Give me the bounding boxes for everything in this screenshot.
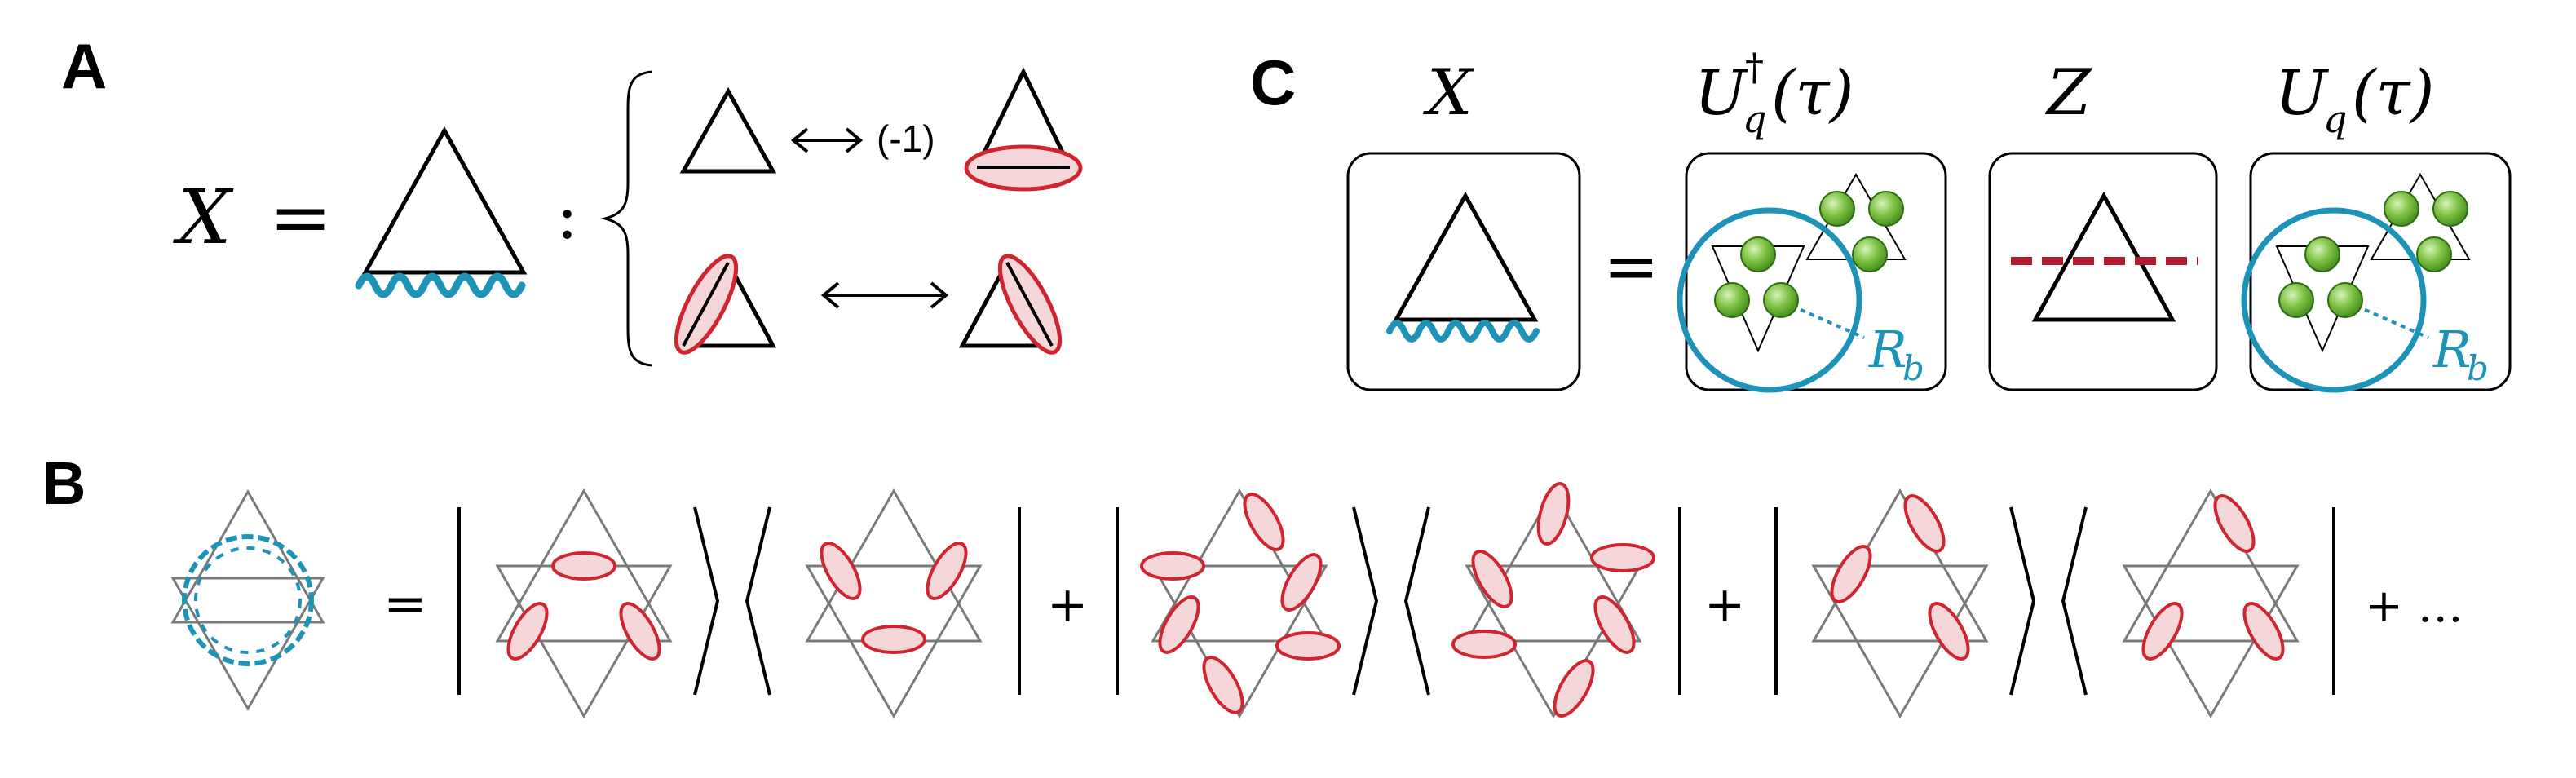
x-symbol: X [173,174,234,261]
right-dimer-triangle-icon [958,254,1063,355]
b-equals: = [383,574,427,634]
blockade-circle [1677,207,1862,393]
c-header-z: Z [2044,56,2092,130]
ket-2-hexagram-icon [1140,488,1341,719]
ket-3-hexagram-icon [1811,488,1989,719]
u-dagger-main: U [1695,56,1749,129]
b-term-2 [1116,482,1681,719]
ket-1-hexagram-icon [495,488,673,719]
panel-c: C X U † q (τ) Z U q (τ) = [1250,45,2512,393]
colon: : [556,178,578,254]
c-box-u-dagger: R b [1677,152,1947,393]
rb-sub: b [1902,348,1924,388]
curly-brace [600,70,653,367]
rb-label-2: R [2432,320,2472,379]
row-left-dimer-to-right-dimer [674,254,1063,355]
u-dagger-arg: (τ) [1771,56,1854,129]
c-header-x: X [1422,56,1475,130]
rb-label: R [1868,320,1907,379]
bra-3-hexagram-icon [2122,488,2300,719]
c-wavy-bond-icon [1386,320,1540,343]
c-box-u: R b [2241,152,2512,393]
x-triangle-icon [355,126,528,298]
u-main: U [2275,56,2330,129]
panel-b-label: B [42,449,86,517]
u-sub: q [2323,97,2347,141]
panel-a: A X = : (-1) [61,30,1083,367]
b-plus-1: + [1047,577,1088,634]
c-header-u: U q (τ) [2275,56,2434,141]
row-empty-to-bottom-dimer: (-1) [679,67,1083,192]
hexagram-wave-icon [170,488,325,712]
wavy-bond-icon [355,272,526,298]
rb-sub-2: b [2467,348,2489,388]
atom-icons-2 [2278,191,2468,318]
u-dagger-sub: q [1743,97,1766,141]
blockade-circle-2 [2241,207,2427,393]
empty-triangle-icon [679,86,777,174]
left-dimer-triangle-icon [674,254,777,355]
b-ellipsis: + … [2365,580,2463,633]
equals-sign: = [269,174,332,261]
atom-icons [1714,191,1904,318]
c-equals: = [1603,228,1659,306]
bra-1-hexagram-icon [805,488,983,719]
bottom-dimer-triangle-icon [964,67,1083,192]
u-arg: (τ) [2352,56,2434,129]
double-arrow-icon-2 [820,281,949,309]
u-dagger-sup: † [1745,45,1764,89]
panel-b: B = [42,449,2463,719]
panel-c-label: C [1250,46,1296,118]
c-box-z [1988,152,2218,391]
b-plus-2: + [1704,577,1745,634]
b-term-1 [457,488,1021,719]
b-term-3 [1774,488,2335,719]
c-header-u-dagger: U † q (τ) [1695,45,1854,141]
bra-2-hexagram-icon [1451,482,1655,719]
sign-factor: (-1) [877,117,935,160]
panel-a-label: A [61,30,107,102]
c-box-x [1346,152,1581,391]
double-arrow-icon [790,127,864,153]
